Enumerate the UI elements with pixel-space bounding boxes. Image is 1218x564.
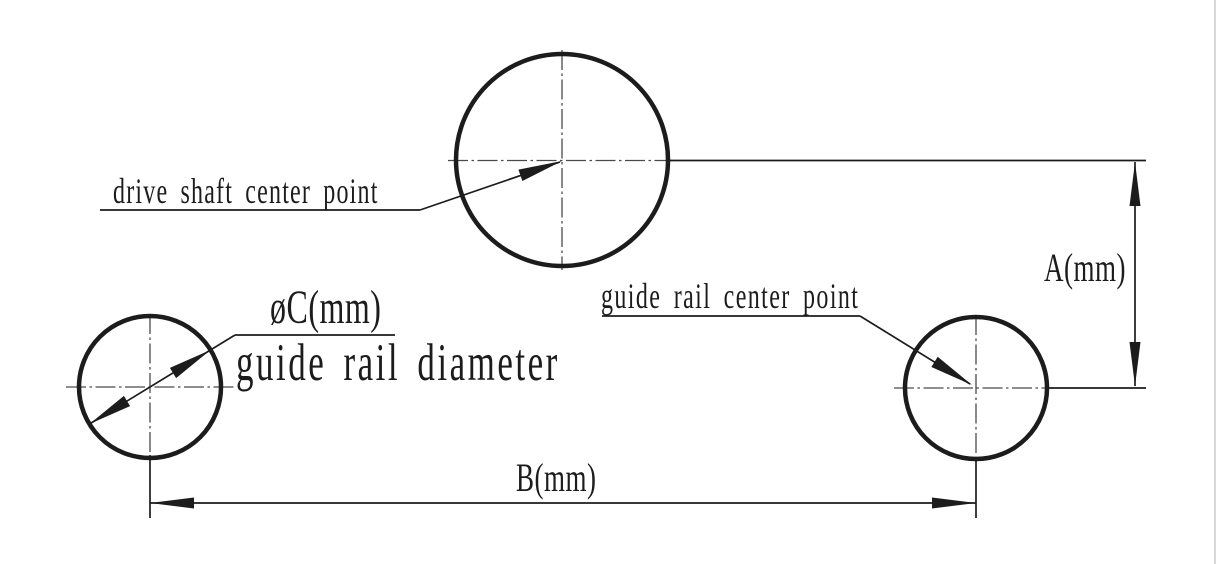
dim-a-label: A(mm) xyxy=(1044,246,1126,291)
arrowheads-group xyxy=(89,161,1141,509)
guide-rail-leader-arrow xyxy=(931,356,972,385)
diameter-upper-arrow xyxy=(169,350,211,379)
circles-group xyxy=(76,51,1050,462)
dim-a-up-arrow xyxy=(1129,162,1141,206)
drive-shaft-leader-arrow xyxy=(518,161,562,181)
drive-shaft-callout-label: drive shaft center point xyxy=(113,171,379,211)
diameter-lower-arrow xyxy=(89,395,131,424)
centerlines-group xyxy=(66,50,1046,457)
left-guide-rail-circle xyxy=(76,313,224,461)
dim-b-left-arrow xyxy=(150,497,194,509)
dim-b-label: B(mm) xyxy=(516,456,596,501)
drive-shaft-circle xyxy=(453,51,671,269)
dim-b-right-arrow xyxy=(932,497,976,509)
dim-a-down-arrow xyxy=(1129,342,1141,386)
diameter-caption-label: guide rail diameter xyxy=(236,333,560,392)
right-guide-rail-circle xyxy=(902,314,1050,462)
guide-rail-callout-label: guide rail center point xyxy=(601,276,859,316)
labels-group: drive shaft center point guide rail cent… xyxy=(113,171,1126,501)
diameter-value-label: øC(mm) xyxy=(270,281,381,334)
